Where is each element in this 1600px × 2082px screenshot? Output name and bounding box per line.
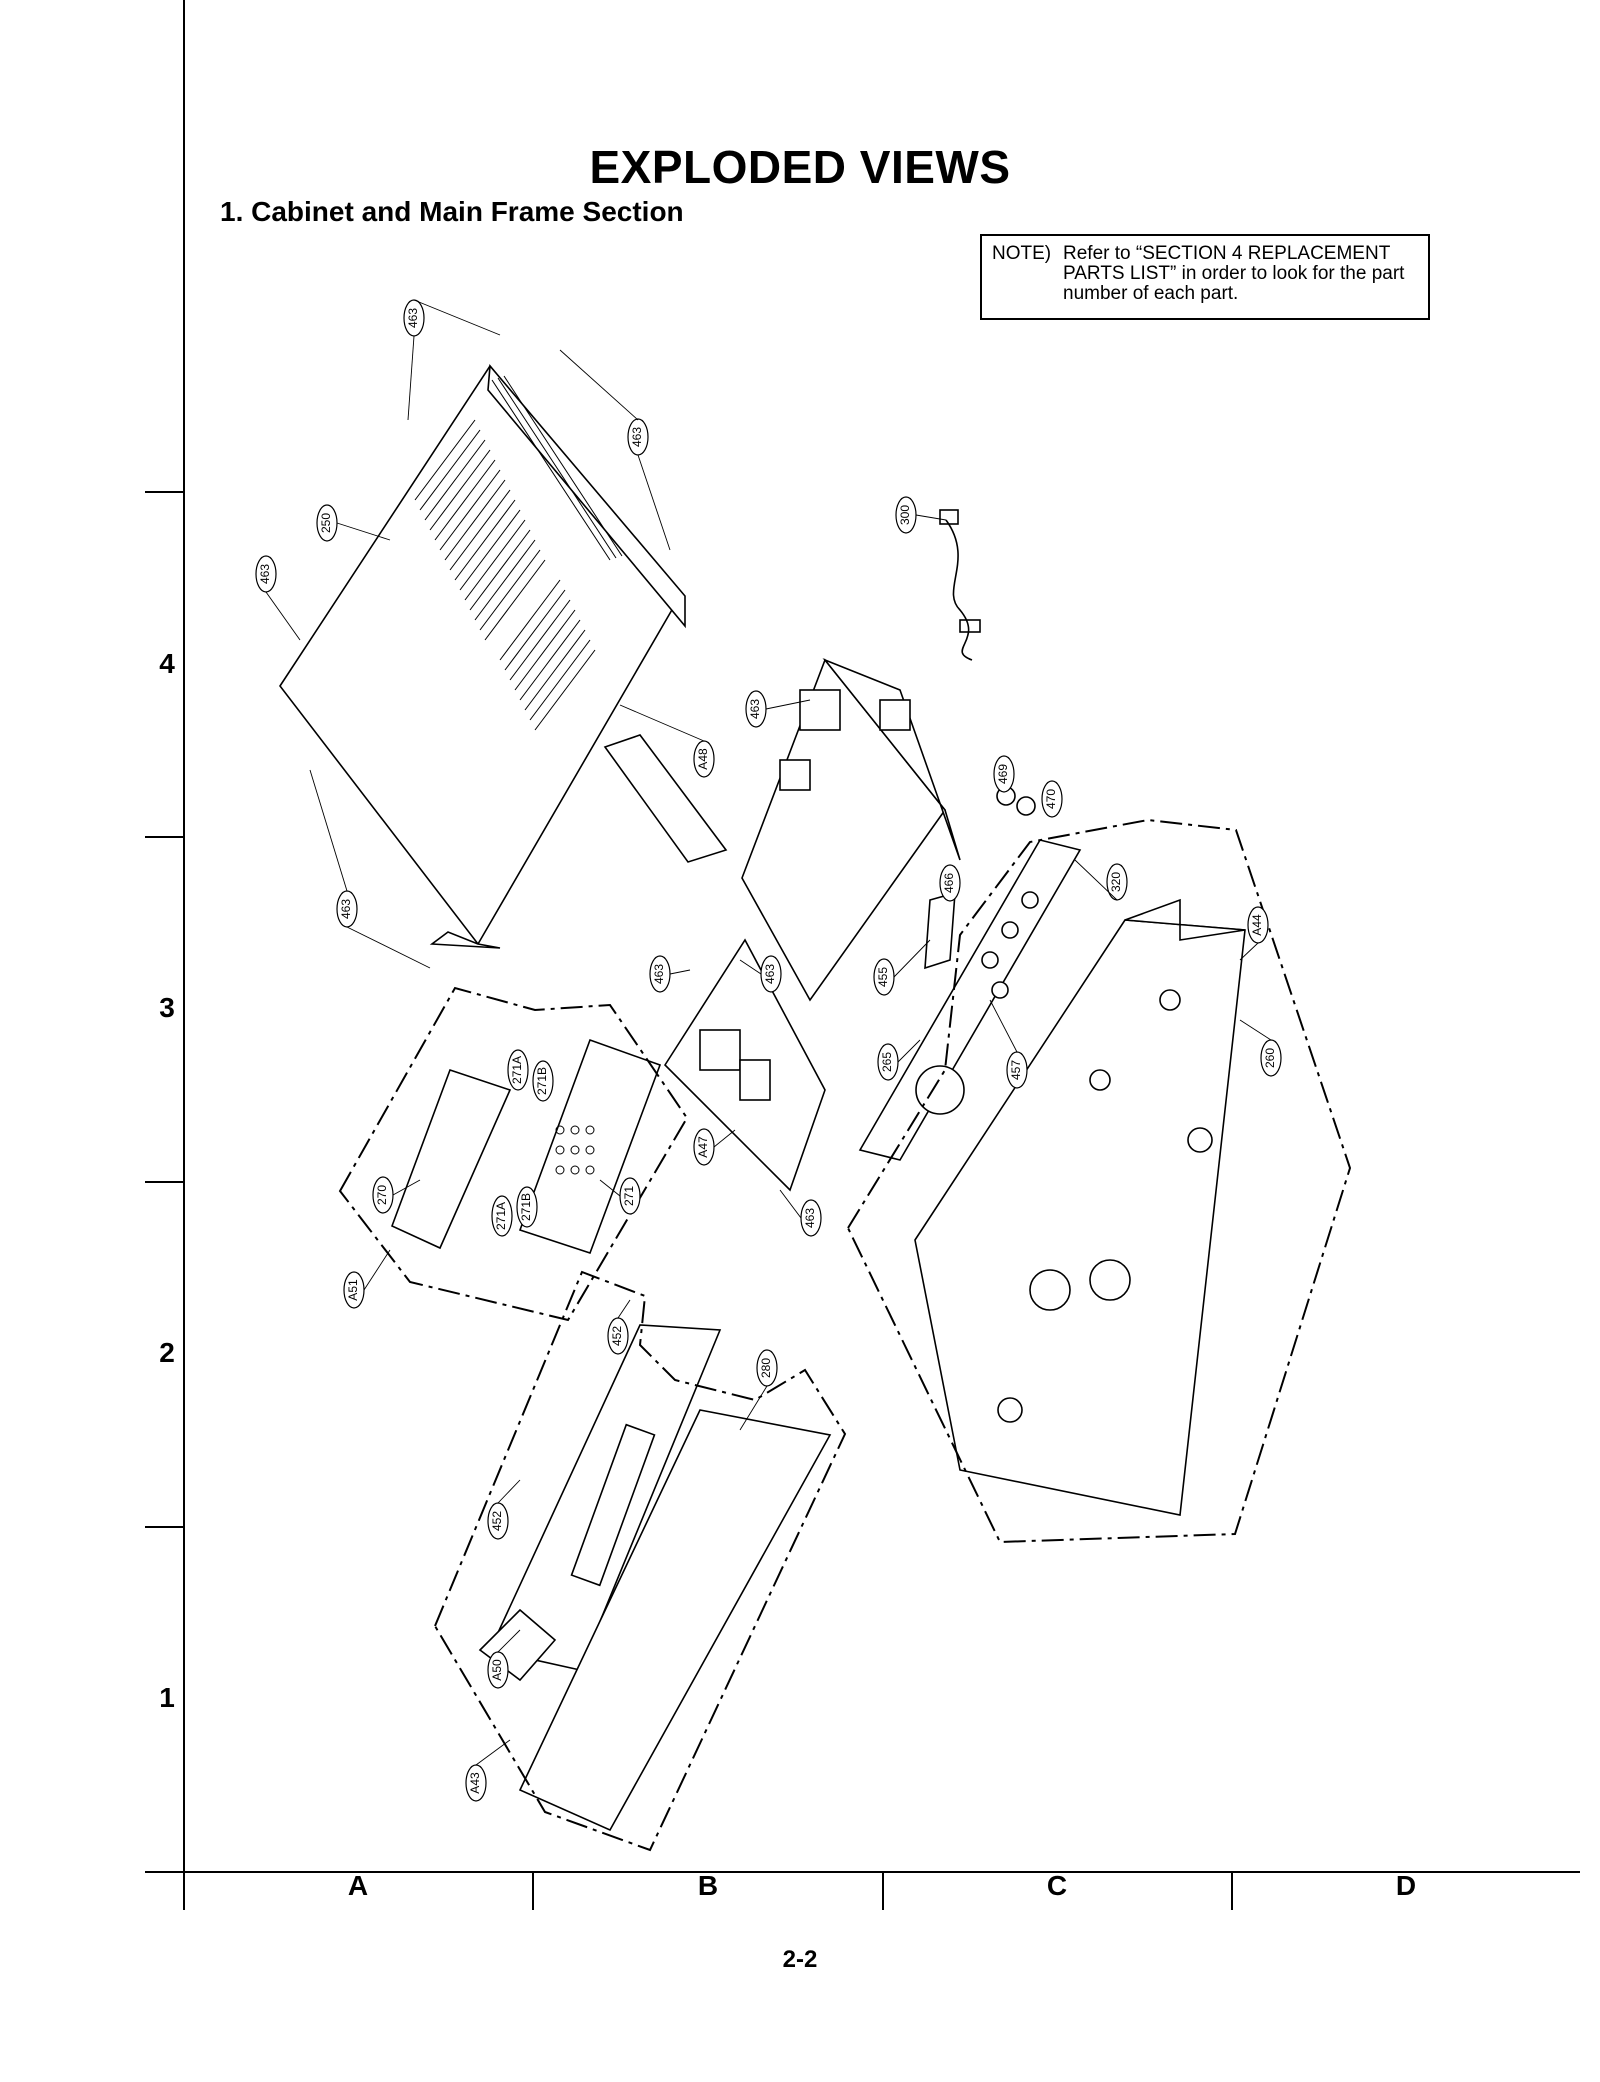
callout-label: 470 xyxy=(1044,789,1058,809)
callout-271a-top: 271A xyxy=(507,1049,529,1091)
callouts: 463 463 463 463 250 300 A48 463 469 470 … xyxy=(255,299,1282,1802)
top-cover-drawing xyxy=(279,364,686,949)
callout-label: 469 xyxy=(996,764,1010,784)
callout-label: 300 xyxy=(898,505,912,525)
callout-a48: A48 xyxy=(693,740,715,778)
callout-label: A44 xyxy=(1250,914,1264,936)
tray-board-drawing xyxy=(663,938,826,1192)
callout-label: 270 xyxy=(375,1185,389,1205)
callout-label: 463 xyxy=(258,564,272,584)
callout-label: 463 xyxy=(803,1208,817,1228)
callout-271: 271 xyxy=(619,1177,641,1215)
group-outlines xyxy=(338,818,1352,1852)
row-label-3: 3 xyxy=(159,992,175,1023)
callout-label: 271B xyxy=(535,1067,549,1095)
callout-label: 271A xyxy=(510,1056,524,1084)
page-title: EXPLODED VIEWS xyxy=(589,141,1011,193)
callout-label: 463 xyxy=(748,699,762,719)
callout-label: A43 xyxy=(468,1772,482,1794)
callout-label: 271A xyxy=(494,1202,508,1230)
callout-470: 470 xyxy=(1041,780,1063,818)
callout-320: 320 xyxy=(1106,863,1128,901)
callout-463-b: 463 xyxy=(627,418,649,456)
note-box: NOTE) Refer to “SECTION 4 REPLACEMENT PA… xyxy=(980,234,1430,320)
callout-260: 260 xyxy=(1260,1039,1282,1077)
note-lead: NOTE) xyxy=(992,243,1052,264)
column-label-d: D xyxy=(1395,1870,1417,1901)
callout-463-a: 463 xyxy=(403,299,425,337)
callout-280: 280 xyxy=(756,1349,778,1387)
callout-469: 469 xyxy=(993,755,1015,793)
callout-label: 260 xyxy=(1263,1048,1277,1068)
callout-463-c: 463 xyxy=(255,555,277,593)
callout-label: 463 xyxy=(630,427,644,447)
callout-250: 250 xyxy=(316,504,338,542)
callout-452-bottom: 452 xyxy=(487,1502,509,1540)
callout-271a-bottom: 271A xyxy=(491,1195,513,1237)
leader-lines xyxy=(265,299,1272,1766)
callout-452-top: 452 xyxy=(607,1317,629,1355)
main-chassis-drawing xyxy=(914,898,1246,1516)
callout-463-g: 463 xyxy=(760,955,782,993)
callout-463-h: 463 xyxy=(800,1199,822,1237)
callout-label: 466 xyxy=(942,873,956,893)
callout-label: 457 xyxy=(1009,1060,1023,1080)
front-panel-drawing xyxy=(478,1324,832,1832)
page-number: 2-2 xyxy=(782,1946,818,1973)
callout-a50: A50 xyxy=(487,1651,509,1689)
callout-a51: A51 xyxy=(343,1271,365,1309)
callout-label: 463 xyxy=(763,964,777,984)
grid-frame xyxy=(145,0,1580,1910)
callout-265: 265 xyxy=(877,1043,899,1081)
callout-a47: A47 xyxy=(693,1128,715,1166)
note-text: Refer to “SECTION 4 REPLACEMENT PARTS LI… xyxy=(1063,243,1405,304)
callout-270: 270 xyxy=(372,1176,394,1214)
row-label-1: 1 xyxy=(159,1682,175,1713)
callout-label: 455 xyxy=(876,967,890,987)
callout-label: 463 xyxy=(652,964,666,984)
row-label-4: 4 xyxy=(159,648,175,679)
callout-300: 300 xyxy=(895,496,917,534)
callout-463-e: 463 xyxy=(745,690,767,728)
column-label-a: A xyxy=(347,1870,369,1901)
column-label-b: B xyxy=(697,1870,719,1901)
callout-label: 452 xyxy=(490,1511,504,1531)
power-cord-drawing xyxy=(939,509,981,661)
column-label-c: C xyxy=(1046,1870,1068,1901)
callout-463-f: 463 xyxy=(649,955,671,993)
callout-457: 457 xyxy=(1006,1051,1028,1089)
callout-271b-top: 271B xyxy=(532,1060,554,1102)
hdd-unit-drawing xyxy=(390,1038,662,1255)
row-label-2: 2 xyxy=(159,1337,175,1368)
callout-463-d: 463 xyxy=(336,890,358,928)
callout-455: 455 xyxy=(873,958,895,996)
section-title: 1. Cabinet and Main Frame Section xyxy=(220,196,684,227)
callout-label: A47 xyxy=(696,1136,710,1158)
callout-label: 271B xyxy=(519,1193,533,1221)
callout-label: 250 xyxy=(319,513,333,533)
callout-a43: A43 xyxy=(465,1764,487,1802)
main-board-drawing xyxy=(603,658,961,1002)
callout-label: 280 xyxy=(759,1358,773,1378)
rear-panel-drawing xyxy=(858,786,1082,1161)
callout-label: 463 xyxy=(406,308,420,328)
callout-label: 452 xyxy=(610,1326,624,1346)
callout-466: 466 xyxy=(939,864,961,902)
callout-label: 265 xyxy=(880,1052,894,1072)
callout-label: A50 xyxy=(490,1659,504,1681)
callout-label: A48 xyxy=(696,748,710,770)
callout-271b-bottom: 271B xyxy=(516,1186,538,1228)
callout-label: A51 xyxy=(346,1279,360,1301)
callout-label: 463 xyxy=(339,899,353,919)
callout-label: 271 xyxy=(622,1186,636,1206)
callout-label: 320 xyxy=(1109,872,1123,892)
callout-a44: A44 xyxy=(1247,906,1269,944)
